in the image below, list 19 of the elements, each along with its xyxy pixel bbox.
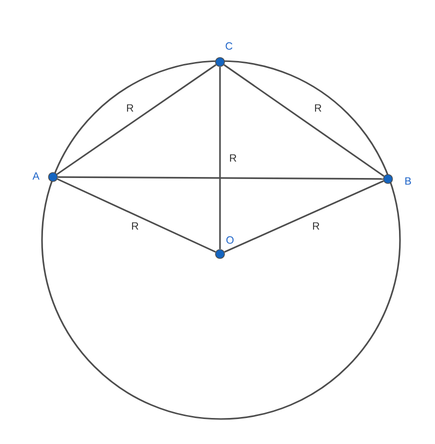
point <box>215 249 225 259</box>
point-label: A <box>32 172 40 180</box>
edge-label: R <box>230 154 236 162</box>
point <box>48 172 58 182</box>
edge-label: R <box>127 104 134 112</box>
line-segment <box>224 180 384 253</box>
edge-label: R <box>132 222 138 230</box>
point <box>383 174 393 184</box>
point-label: C <box>226 42 232 50</box>
line-segment <box>57 178 216 253</box>
edge-label: R <box>313 222 320 230</box>
edge-label: R <box>315 104 322 112</box>
line-segment <box>219 66 221 250</box>
point <box>215 57 225 67</box>
line-segment <box>224 64 384 177</box>
line-segment <box>56 64 216 175</box>
line-segment <box>58 176 384 180</box>
point-label: B <box>405 177 411 185</box>
point-label: O <box>226 236 234 244</box>
